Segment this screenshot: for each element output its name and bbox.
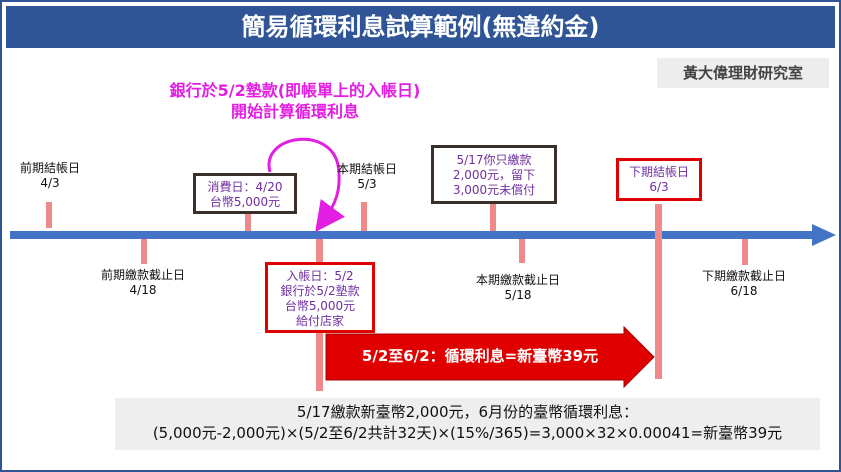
line-next-statement <box>655 204 662 379</box>
credit-label: 黃大偉理財研究室 <box>657 58 829 88</box>
magenta-note-line2: 開始計算循環利息 <box>230 102 359 121</box>
magenta-note: 銀行於5/2墊款(即帳單上的入帳日) 開始計算循環利息 <box>130 80 460 122</box>
label-prev-due: 前期繳款截止日 4/18 <box>100 268 185 297</box>
interest-arrow-shape <box>325 325 655 389</box>
tick-prev-due <box>141 239 147 264</box>
tick-prev-statement <box>46 202 52 228</box>
tick-consumption <box>245 214 251 231</box>
tick-next-due <box>742 239 748 265</box>
timeline-bar <box>10 231 818 239</box>
page-title: 簡易循環利息試算範例(無違約金) <box>6 6 835 48</box>
magenta-note-line1: 銀行於5/2墊款(即帳單上的入帳日) <box>169 81 421 100</box>
tick-current-statement <box>361 202 367 231</box>
label-next-due: 下期繳款截止日 6/18 <box>701 269 786 298</box>
next-statement-box: 下期結帳日 6/3 <box>616 158 702 201</box>
formula-box: 5/17繳款新臺幣2,000元，6月份的臺幣循環利息： (5,000元-2,00… <box>115 398 820 450</box>
posting-box: 入帳日：5/2 銀行於5/2墊款 台幣5,000元 給付店家 <box>265 262 375 333</box>
tick-current-due <box>519 239 525 263</box>
formula-line1: 5/17繳款新臺幣2,000元，6月份的臺幣循環利息： <box>296 403 639 421</box>
timeline-arrowhead <box>812 224 836 246</box>
payment-box: 5/17你只繳款 2,000元，留下 3,000元未償付 <box>431 145 557 204</box>
consumption-box: 消費日：4/20 台幣5,000元 <box>193 173 297 214</box>
magenta-curve-arrow <box>267 137 345 233</box>
label-prev-statement: 前期結帳日 4/3 <box>19 161 80 190</box>
tick-payment <box>490 204 496 231</box>
formula-line2: (5,000元-2,000元)×(5/2至6/2共計32天)×(15%/365)… <box>152 424 783 442</box>
label-current-statement: 本期結帳日 5/3 <box>336 162 397 191</box>
label-current-due: 本期繳款截止日 5/18 <box>475 273 560 302</box>
interest-arrow-label: 5/2至6/2：循環利息=新臺幣39元 <box>361 347 599 365</box>
